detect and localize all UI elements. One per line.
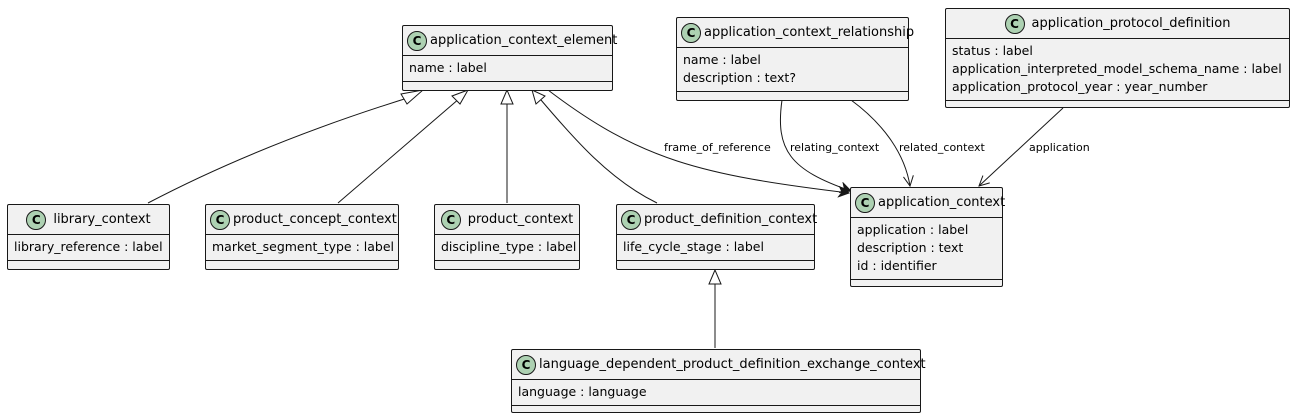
class-attributes: language : language [512,380,920,406]
class-attributes: library_reference : label [8,235,169,261]
class-name: application_context_relationship [704,25,915,40]
attribute: language : language [518,384,647,399]
class-name: product_context [467,212,574,227]
class-application-context[interactable]: C application_context application : labe… [850,187,1006,287]
class-product-definition-context[interactable]: C product_definition_context life_cycle_… [616,204,818,270]
edge-label-related-context: related_context [899,141,985,154]
class-language-dependent-product-definition-exchange-context[interactable]: C language_dependent_product_definition_… [511,349,926,413]
attribute: application_interpreted_model_schema_nam… [952,61,1282,76]
class-header: C product_concept_context [206,205,398,235]
attribute: market_segment_type : label [212,239,395,254]
class-attributes: application : label description : text i… [851,218,1002,280]
class-library-context[interactable]: C library_context library_reference : la… [7,204,170,270]
class-icon: C [1004,13,1025,34]
class-attributes: discipline_type : label [435,235,579,261]
class-icon: C [681,22,701,43]
attribute: library_reference : label [14,239,163,254]
class-header: C application_context_element [403,26,617,56]
generalization-language-dependent-context [708,268,722,348]
class-icon: C [210,209,230,230]
attribute: description : text? [683,70,796,85]
class-icon: C [26,209,47,230]
class-application-protocol-definition[interactable]: C application_protocol_definition status… [945,8,1290,108]
class-attributes: name : label description : text? [677,48,908,92]
class-attributes: status : label application_interpreted_m… [946,39,1289,101]
class-name: application_protocol_definition [1031,16,1231,31]
edge-relating-context [779,99,851,191]
class-attributes: name : label [403,56,612,82]
class-name: product_concept_context [233,212,397,227]
class-header: C application_context [851,188,1006,218]
attribute: life_cycle_stage : label [623,239,764,254]
attribute: name : label [683,52,761,67]
class-name: application_context_element [430,33,618,48]
class-icon: C [621,209,641,230]
class-name: application_context [878,195,1006,210]
class-icon: C [855,192,875,213]
attribute: application_protocol_year : year_number [952,79,1208,94]
class-header: C library_context [8,205,169,235]
class-icon: C [407,30,427,51]
generalization-product-context [500,88,514,203]
class-icon: C [516,354,536,375]
class-application-context-relationship[interactable]: C application_context_relationship name … [676,17,914,101]
edge-application [979,107,1064,186]
edge-label-relating-context: relating_context [790,141,880,154]
class-header: C product_context [435,205,579,235]
edge-label-application: application [1029,141,1090,154]
attribute: application : label [857,222,969,237]
class-name: language_dependent_product_definition_ex… [539,357,926,372]
class-header: C application_protocol_definition [946,9,1289,39]
class-name: product_definition_context [644,212,818,227]
edge-label-frame-of-reference: frame_of_reference [664,141,771,154]
attribute: id : identifier [857,258,937,273]
class-name: library_context [53,212,151,227]
class-product-concept-context[interactable]: C product_concept_context market_segment… [205,204,399,270]
attribute: name : label [409,60,487,75]
generalization-product-concept-context [337,89,470,204]
edge-related-context [850,99,910,186]
class-application-context-element[interactable]: C application_context_element name : lab… [402,25,617,91]
class-attributes: market_segment_type : label [206,235,398,261]
attribute: description : text [857,240,964,255]
attribute: status : label [952,43,1033,58]
class-header: C application_context_relationship [677,18,914,48]
class-header: C product_definition_context [617,205,818,235]
generalization-product-definition-context [531,89,658,204]
class-product-context[interactable]: C product_context discipline_type : labe… [434,204,580,270]
class-attributes: life_cycle_stage : label [617,235,814,261]
generalization-library-context [147,89,425,204]
edge-frame-of-reference [547,89,849,193]
attribute: discipline_type : label [441,239,577,254]
class-icon: C [440,209,461,230]
class-header: C language_dependent_product_definition_… [512,350,926,380]
